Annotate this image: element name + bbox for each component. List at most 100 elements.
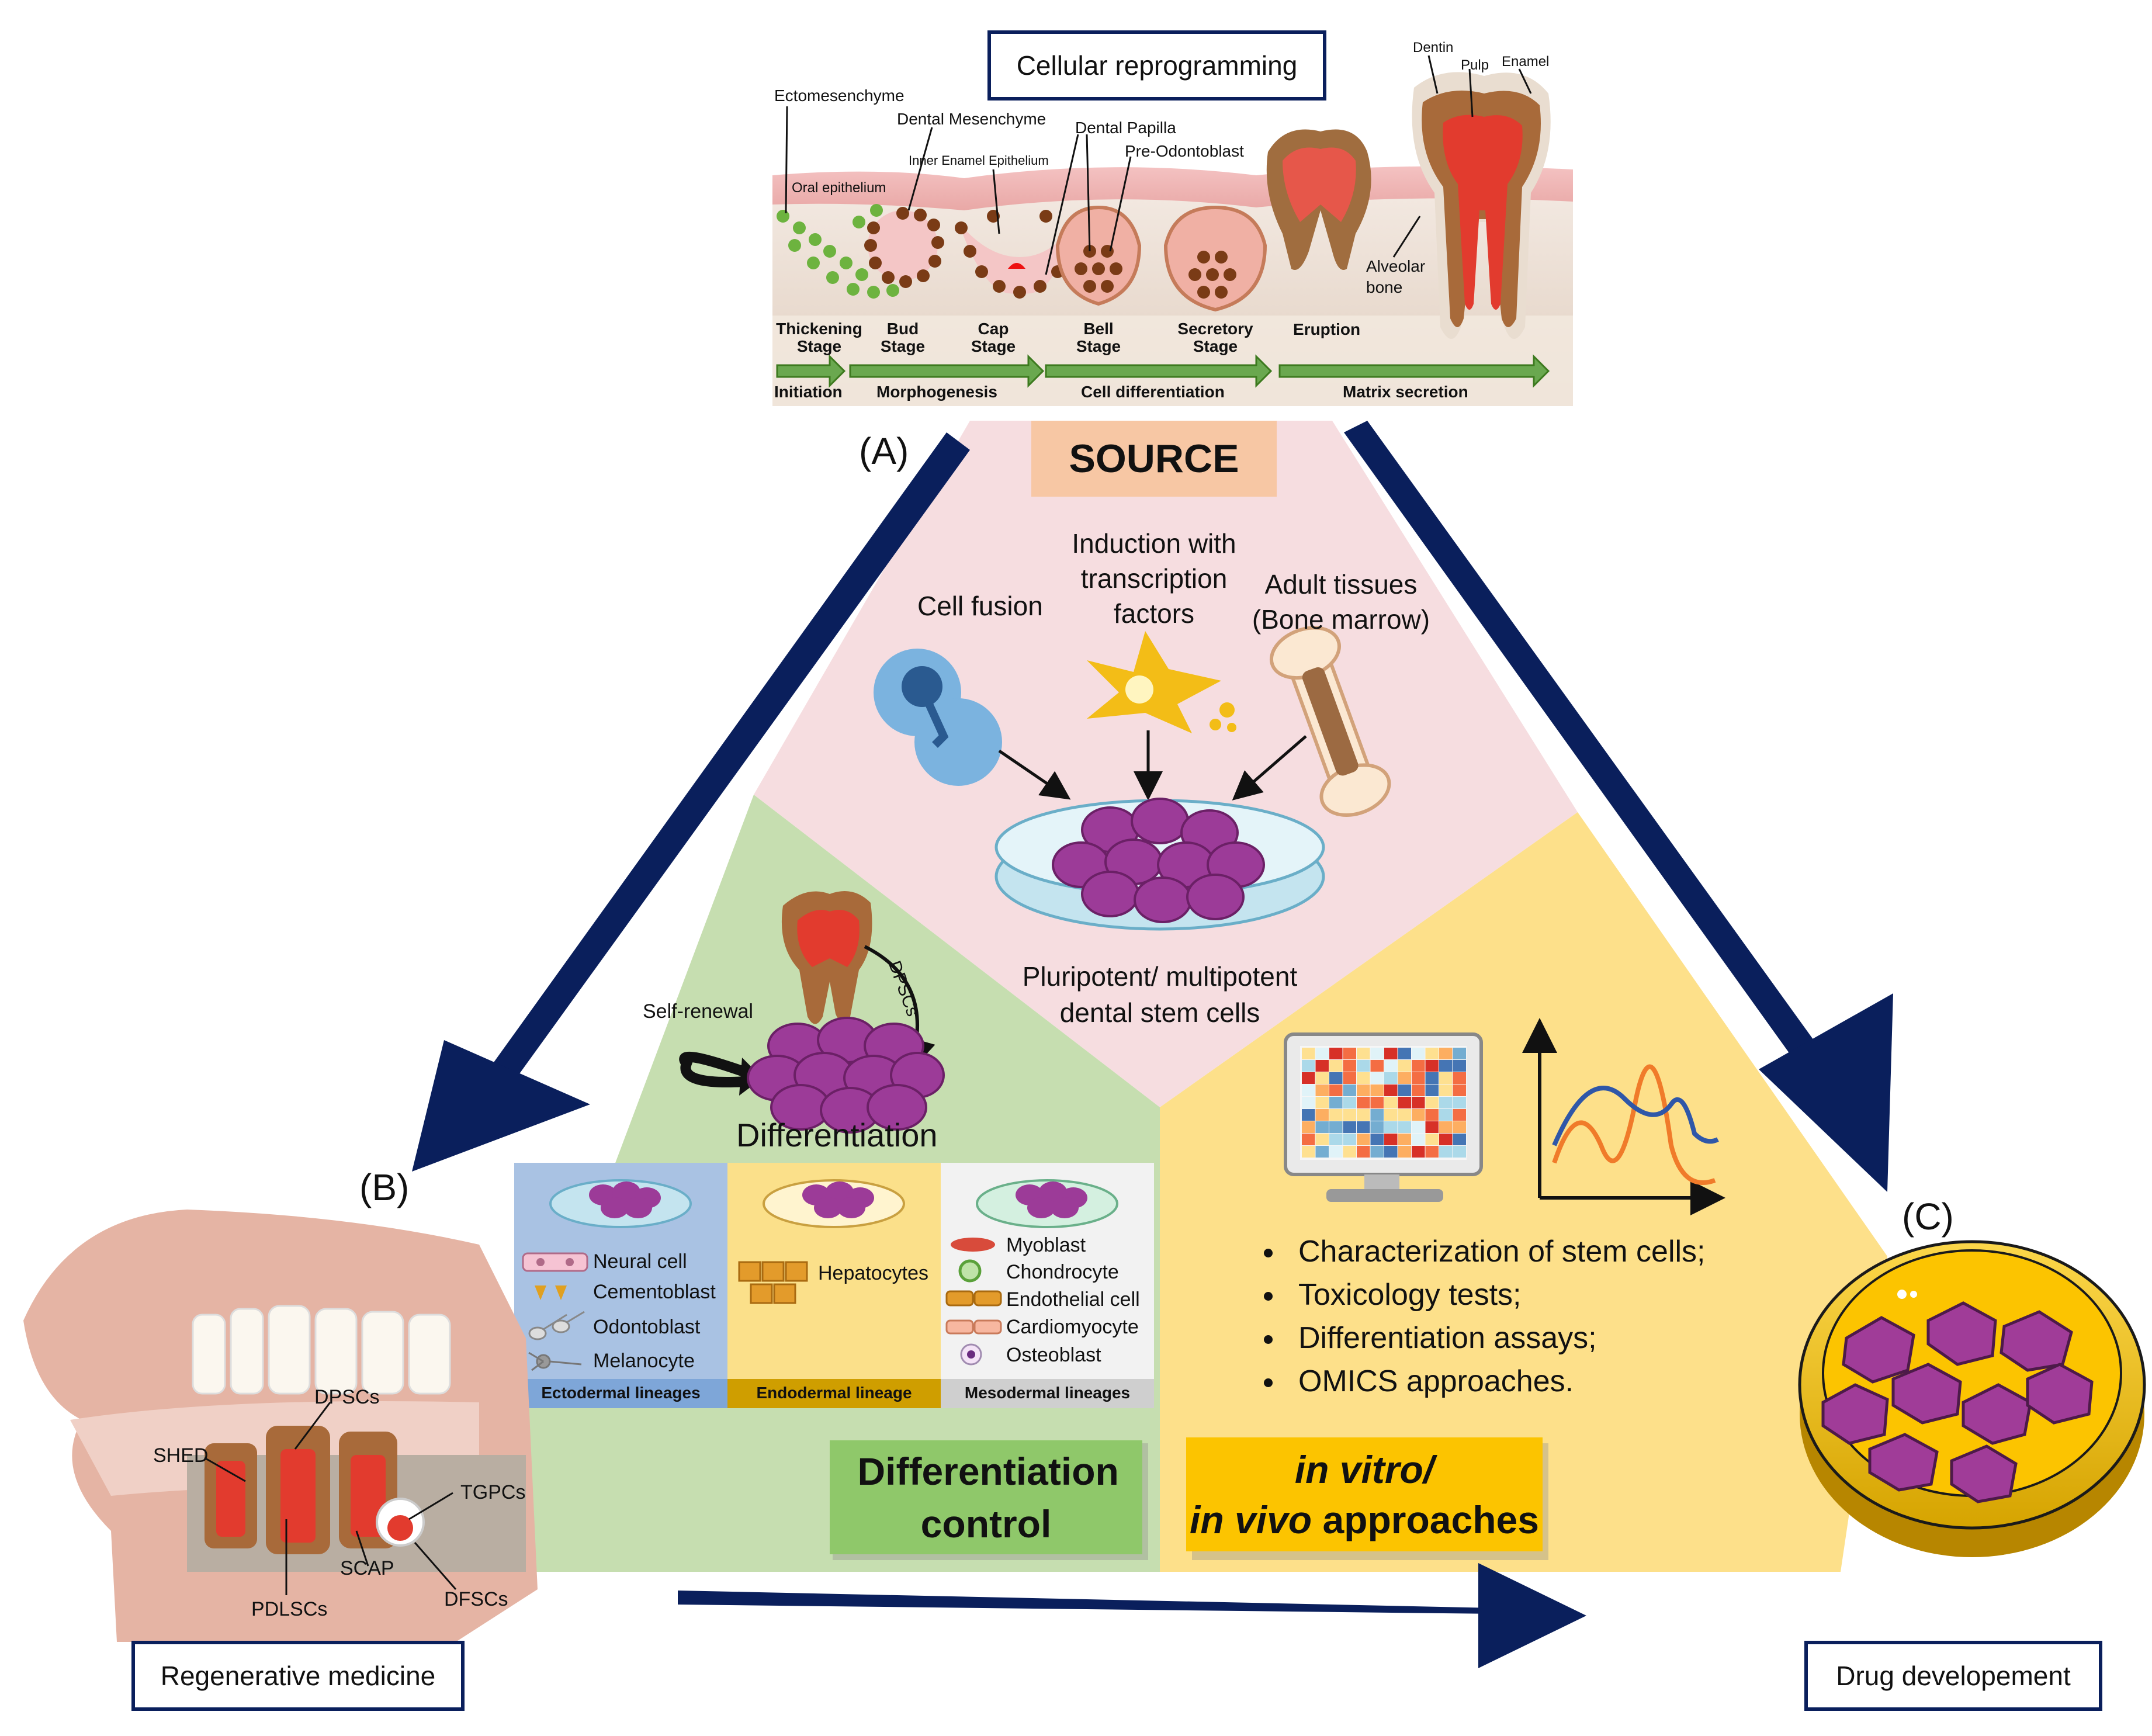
drug-development-box: Drug developement — [1804, 1641, 2102, 1711]
heatmap-cell — [1439, 1097, 1453, 1108]
cardiomyocyte-icon — [945, 1319, 1002, 1335]
transcription-factor-cell-icon — [1087, 631, 1236, 733]
heatmap-cell — [1398, 1097, 1411, 1108]
heatmap-cell — [1412, 1084, 1425, 1096]
approaches-bullet-list: Characterization of stem cells; Toxicolo… — [1250, 1230, 1706, 1403]
stage-eruption: Eruption — [1293, 320, 1361, 338]
differentiation-control-label: Differentiation control — [857, 1449, 1119, 1546]
heatmap-cell — [1315, 1109, 1329, 1121]
label-inner-enamel-epithelium: Inner Enamel Epithelium — [909, 153, 1049, 168]
bullet-item: Characterization of stem cells; — [1285, 1230, 1706, 1273]
heatmap-cell — [1398, 1146, 1411, 1158]
phase-cell-differentiation: Cell differentiation — [1081, 383, 1225, 401]
heatmap-cell — [1412, 1072, 1425, 1084]
heatmap-cell — [1453, 1097, 1466, 1108]
heatmap-grid — [1302, 1048, 1466, 1158]
heatmap-cell — [1439, 1048, 1453, 1059]
heatmap-cell — [1453, 1072, 1466, 1084]
petri-dish-stem-cells — [994, 798, 1325, 931]
heatmap-cell — [1315, 1084, 1329, 1096]
chondrocyte-icon — [958, 1259, 982, 1283]
heatmap-cell — [1384, 1109, 1398, 1121]
heatmap-cell — [1343, 1097, 1356, 1108]
tooth-label-tgpcs: TGPCs — [460, 1481, 526, 1503]
label-dentin: Dentin — [1413, 40, 1454, 56]
heatmap-cell — [1384, 1072, 1398, 1084]
heatmap-cell — [1343, 1121, 1356, 1133]
heatmap-cell — [1370, 1060, 1384, 1072]
stem-cell-cluster — [747, 1017, 945, 1134]
heatmap-cell — [1370, 1134, 1384, 1145]
meso-item-cardiomyocyte: Cardiomyocyte — [1006, 1316, 1139, 1338]
label-oral-epithelium: Oral epithelium — [792, 180, 886, 196]
heatmap-cell — [1425, 1048, 1439, 1059]
meso-item-osteoblast: Osteoblast — [1006, 1344, 1101, 1366]
heatmap-cell — [1343, 1060, 1356, 1072]
heatmap-cell — [1384, 1121, 1398, 1133]
hepatocyte-icon — [738, 1261, 808, 1304]
heatmap-cell — [1315, 1134, 1329, 1145]
ecto-item-cementoblast: Cementoblast — [593, 1281, 716, 1303]
heatmap-cell — [1412, 1048, 1425, 1059]
heatmap-cell — [1315, 1146, 1329, 1158]
heatmap-cell — [1302, 1109, 1315, 1121]
heatmap-cell — [1453, 1084, 1466, 1096]
heatmap-cell — [1357, 1097, 1370, 1108]
jaw-illustration — [23, 1210, 538, 1642]
arrow-regen-to-drug — [678, 1563, 1586, 1668]
endodermal-footer: Endodermal lineage — [756, 1384, 912, 1402]
heatmap-cell — [1412, 1121, 1425, 1133]
heatmap-cell — [1384, 1097, 1398, 1108]
heatmap-cell — [1315, 1048, 1329, 1059]
stage-bud: Bud Stage — [880, 320, 926, 355]
mini-petri-dishes — [549, 1179, 1118, 1228]
stage-bell: Bell Stage — [1076, 320, 1121, 355]
heatmap-cell — [1439, 1072, 1453, 1084]
approaches-label-line2: in vivo approaches — [1190, 1495, 1539, 1545]
myoblast-icon — [951, 1238, 995, 1252]
heatmap-cell — [1329, 1146, 1343, 1158]
endothelial-cell-icon — [945, 1290, 1002, 1307]
odontoblast-icon — [528, 1311, 585, 1340]
phase-matrix-secretion: Matrix secretion — [1343, 383, 1468, 401]
heatmap-cell — [1302, 1146, 1315, 1158]
heatmap-cell — [1302, 1060, 1315, 1072]
melanocyte-icon — [528, 1352, 582, 1371]
heatmap-cell — [1302, 1084, 1315, 1096]
heatmap-cell — [1357, 1072, 1370, 1084]
heatmap-cell — [1315, 1097, 1329, 1108]
heatmap-cell — [1329, 1134, 1343, 1145]
stage-secretory: Secretory Stage — [1177, 320, 1253, 355]
heatmap-cell — [1439, 1109, 1453, 1121]
heatmap-cell — [1425, 1146, 1439, 1158]
heatmap-cell — [1412, 1097, 1425, 1108]
heatmap-cell — [1329, 1060, 1343, 1072]
heatmap-cell — [1439, 1060, 1453, 1072]
marker-a: (A) — [859, 430, 909, 472]
heatmap-cell — [1302, 1048, 1315, 1059]
differentiation-control-banner: Differentiation control — [830, 1440, 1142, 1554]
heatmap-cell — [1398, 1060, 1411, 1072]
heatmap-cell — [1384, 1084, 1398, 1096]
heatmap-cell — [1453, 1121, 1466, 1133]
neural-cell-icon — [522, 1252, 588, 1272]
drug-development-label: Drug developement — [1836, 1661, 2071, 1691]
heatmap-cell — [1302, 1097, 1315, 1108]
tooth-label-dfscs: DFSCs — [444, 1588, 508, 1610]
tooth-label-scap: SCAP — [340, 1557, 394, 1579]
meso-item-myoblast: Myoblast — [1006, 1234, 1086, 1256]
mesodermal-footer: Mesodermal lineages — [964, 1384, 1131, 1402]
heatmap-cell — [1453, 1146, 1466, 1158]
ecto-item-melanocyte: Melanocyte — [593, 1350, 695, 1372]
marker-c: (C) — [1902, 1196, 1954, 1238]
ecto-item-odontoblast: Odontoblast — [593, 1316, 701, 1338]
heatmap-cell — [1384, 1048, 1398, 1059]
heatmap-cell — [1370, 1048, 1384, 1059]
heatmap-cell — [1453, 1134, 1466, 1145]
self-renewal-arrow-icon — [679, 1051, 756, 1087]
heatmap-cell — [1357, 1084, 1370, 1096]
heatmap-cell — [1384, 1060, 1398, 1072]
heatmap-cell — [1343, 1048, 1356, 1059]
omics-chart-icon — [1522, 1018, 1725, 1215]
